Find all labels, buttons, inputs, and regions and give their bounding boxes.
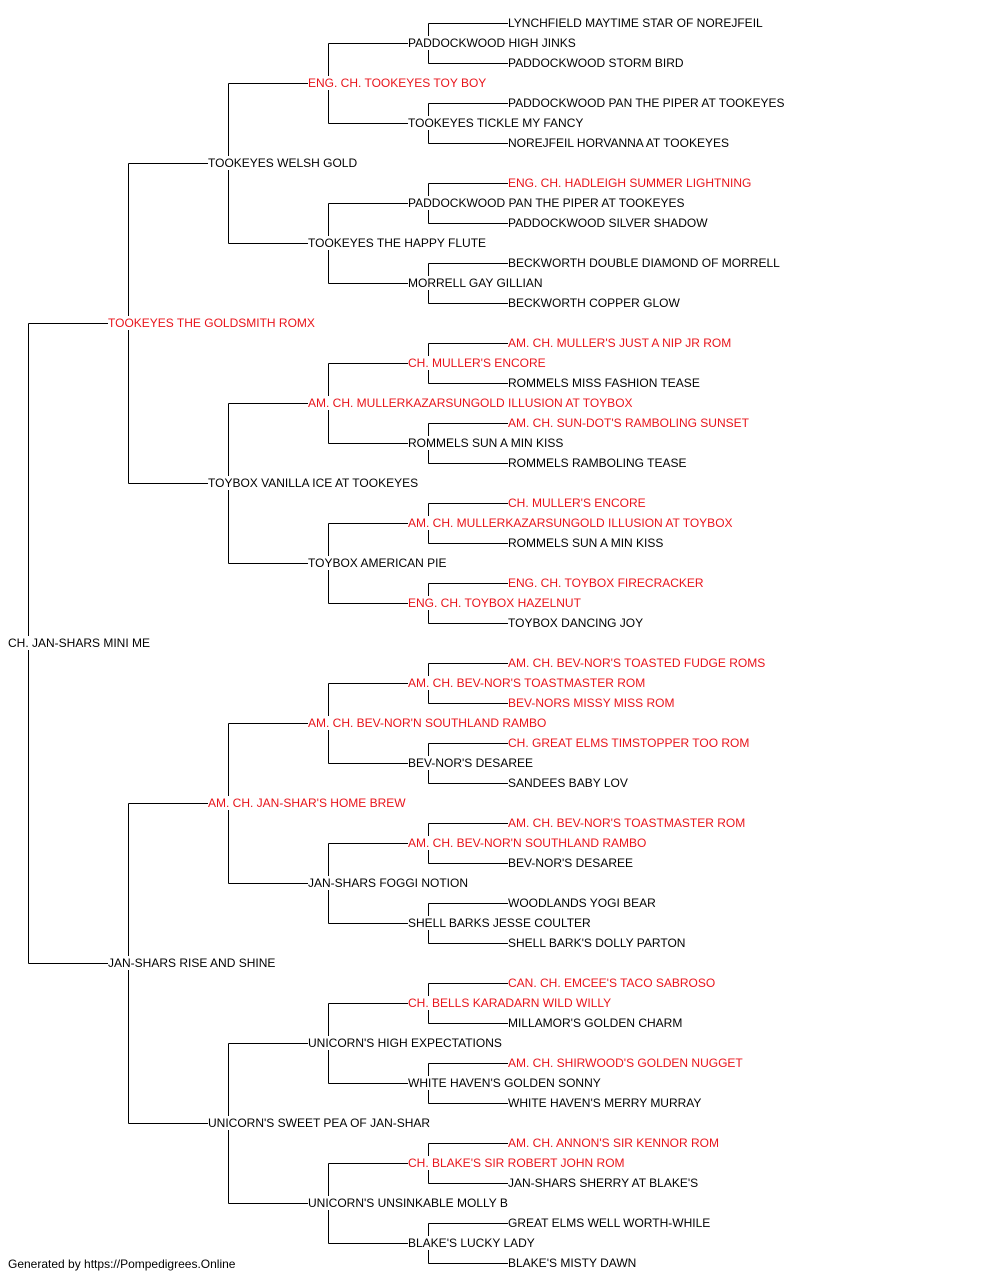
dog-name-gen4[interactable]: ROMMELS SUN A MIN KISS (408, 436, 566, 450)
dog-name-gen1[interactable]: JAN-SHARS RISE AND SHINE (108, 956, 278, 970)
dog-name-gen5[interactable]: AM. CH. ANNON'S SIR KENNOR ROM (508, 1136, 721, 1150)
dog-name-gen5[interactable]: WOODLANDS YOGI BEAR (508, 896, 658, 910)
dog-name-gen5[interactable]: ROMMELS SUN A MIN KISS (508, 536, 666, 550)
dog-name-gen5[interactable]: GREAT ELMS WELL WORTH-WHILE (508, 1216, 713, 1230)
dog-name-gen3[interactable]: AM. CH. BEV-NOR'N SOUTHLAND RAMBO (308, 716, 549, 730)
dog-name-gen5[interactable]: ROMMELS RAMBOLING TEASE (508, 456, 689, 470)
dog-name-gen3[interactable]: UNICORN'S UNSINKABLE MOLLY B (308, 1196, 510, 1210)
dog-name-gen5[interactable]: WHITE HAVEN'S MERRY MURRAY (508, 1096, 704, 1110)
dog-name-gen4[interactable]: BEV-NOR'S DESAREE (408, 756, 535, 770)
dog-name-gen5[interactable]: AM. CH. BEV-NOR'S TOASTMASTER ROM (508, 816, 748, 830)
dog-name-gen5[interactable]: BLAKE'S MISTY DAWN (508, 1256, 639, 1270)
dog-name-gen5[interactable]: PADDOCKWOOD PAN THE PIPER AT TOOKEYES (508, 96, 787, 110)
dog-name-gen5[interactable]: AM. CH. BEV-NOR'S TOASTED FUDGE ROMS (508, 656, 768, 670)
dog-name-gen5[interactable]: CAN. CH. EMCEE'S TACO SABROSO (508, 976, 718, 990)
dog-name-gen5[interactable]: ROMMELS MISS FASHION TEASE (508, 376, 702, 390)
dog-name-gen3[interactable]: TOOKEYES THE HAPPY FLUTE (308, 236, 489, 250)
generated-by-footer: Generated by https://Pompedigrees.Online (8, 1257, 236, 1271)
dog-name-gen5[interactable]: AM. CH. SUN-DOT'S RAMBOLING SUNSET (508, 416, 751, 430)
dog-name-gen4[interactable]: TOOKEYES TICKLE MY FANCY (408, 116, 586, 130)
dog-name-gen5[interactable]: BECKWORTH DOUBLE DIAMOND OF MORRELL (508, 256, 782, 270)
dog-name-gen5[interactable]: PADDOCKWOOD STORM BIRD (508, 56, 686, 70)
dog-name-gen2[interactable]: TOYBOX VANILLA ICE AT TOOKEYES (208, 476, 421, 490)
dog-name-gen5[interactable]: BECKWORTH COPPER GLOW (508, 296, 682, 310)
dog-name-gen4[interactable]: WHITE HAVEN'S GOLDEN SONNY (408, 1076, 603, 1090)
dog-name-gen5[interactable]: ENG. CH. TOYBOX FIRECRACKER (508, 576, 706, 590)
dog-name-gen3[interactable]: AM. CH. MULLERKAZARSUNGOLD ILLUSION AT T… (308, 396, 635, 410)
dog-name-gen5[interactable]: CH. MULLER'S ENCORE (508, 496, 648, 510)
dog-name-gen4[interactable]: SHELL BARKS JESSE COULTER (408, 916, 593, 930)
dog-name-gen5[interactable]: NOREJFEIL HORVANNA AT TOOKEYES (508, 136, 731, 150)
dog-name-gen4[interactable]: AM. CH. BEV-NOR'S TOASTMASTER ROM (408, 676, 648, 690)
dog-name-gen5[interactable]: SHELL BARK'S DOLLY PARTON (508, 936, 688, 950)
dog-name-gen5[interactable]: MILLAMOR'S GOLDEN CHARM (508, 1016, 685, 1030)
dog-name-gen3[interactable]: UNICORN'S HIGH EXPECTATIONS (308, 1036, 504, 1050)
dog-name-gen5[interactable]: PADDOCKWOOD SILVER SHADOW (508, 216, 710, 230)
dog-name-gen5[interactable]: JAN-SHARS SHERRY AT BLAKE'S (508, 1176, 701, 1190)
dog-name-gen4[interactable]: MORRELL GAY GILLIAN (408, 276, 545, 290)
dog-name-gen1[interactable]: TOOKEYES THE GOLDSMITH ROMX (108, 316, 317, 330)
dog-name-gen5[interactable]: TOYBOX DANCING JOY (508, 616, 646, 630)
dog-name-gen5[interactable]: ENG. CH. HADLEIGH SUMMER LIGHTNING (508, 176, 754, 190)
dog-name-gen5[interactable]: BEV-NOR'S DESAREE (508, 856, 635, 870)
dog-name-gen4[interactable]: CH. BLAKE'S SIR ROBERT JOHN ROM (408, 1156, 627, 1170)
dog-name-gen3[interactable]: ENG. CH. TOOKEYES TOY BOY (308, 76, 489, 90)
dog-name-gen3[interactable]: TOYBOX AMERICAN PIE (308, 556, 449, 570)
dog-name-gen4[interactable]: PADDOCKWOOD PAN THE PIPER AT TOOKEYES (408, 196, 687, 210)
dog-name-gen3[interactable]: JAN-SHARS FOGGI NOTION (308, 876, 471, 890)
dog-name-gen4[interactable]: CH. BELLS KARADARN WILD WILLY (408, 996, 614, 1010)
dog-name-gen0[interactable]: CH. JAN-SHARS MINI ME (8, 636, 153, 650)
dog-name-gen2[interactable]: UNICORN'S SWEET PEA OF JAN-SHAR (208, 1116, 433, 1130)
dog-name-gen4[interactable]: AM. CH. MULLERKAZARSUNGOLD ILLUSION AT T… (408, 516, 735, 530)
dog-name-gen5[interactable]: CH. GREAT ELMS TIMSTOPPER TOO ROM (508, 736, 752, 750)
dog-name-gen5[interactable]: AM. CH. MULLER'S JUST A NIP JR ROM (508, 336, 734, 350)
dog-name-gen5[interactable]: BEV-NORS MISSY MISS ROM (508, 696, 677, 710)
dog-name-gen4[interactable]: PADDOCKWOOD HIGH JINKS (408, 36, 578, 50)
dog-name-gen2[interactable]: AM. CH. JAN-SHAR'S HOME BREW (208, 796, 408, 810)
dog-name-gen2[interactable]: TOOKEYES WELSH GOLD (208, 156, 360, 170)
dog-name-gen5[interactable]: SANDEES BABY LOV (508, 776, 630, 790)
dog-name-gen4[interactable]: ENG. CH. TOYBOX HAZELNUT (408, 596, 583, 610)
dog-name-gen4[interactable]: CH. MULLER'S ENCORE (408, 356, 548, 370)
dog-name-gen4[interactable]: AM. CH. BEV-NOR'N SOUTHLAND RAMBO (408, 836, 649, 850)
dog-name-gen5[interactable]: LYNCHFIELD MAYTIME STAR OF NOREJFEIL (508, 16, 765, 30)
dog-name-gen5[interactable]: AM. CH. SHIRWOOD'S GOLDEN NUGGET (508, 1056, 745, 1070)
dog-name-gen4[interactable]: BLAKE'S LUCKY LADY (408, 1236, 537, 1250)
